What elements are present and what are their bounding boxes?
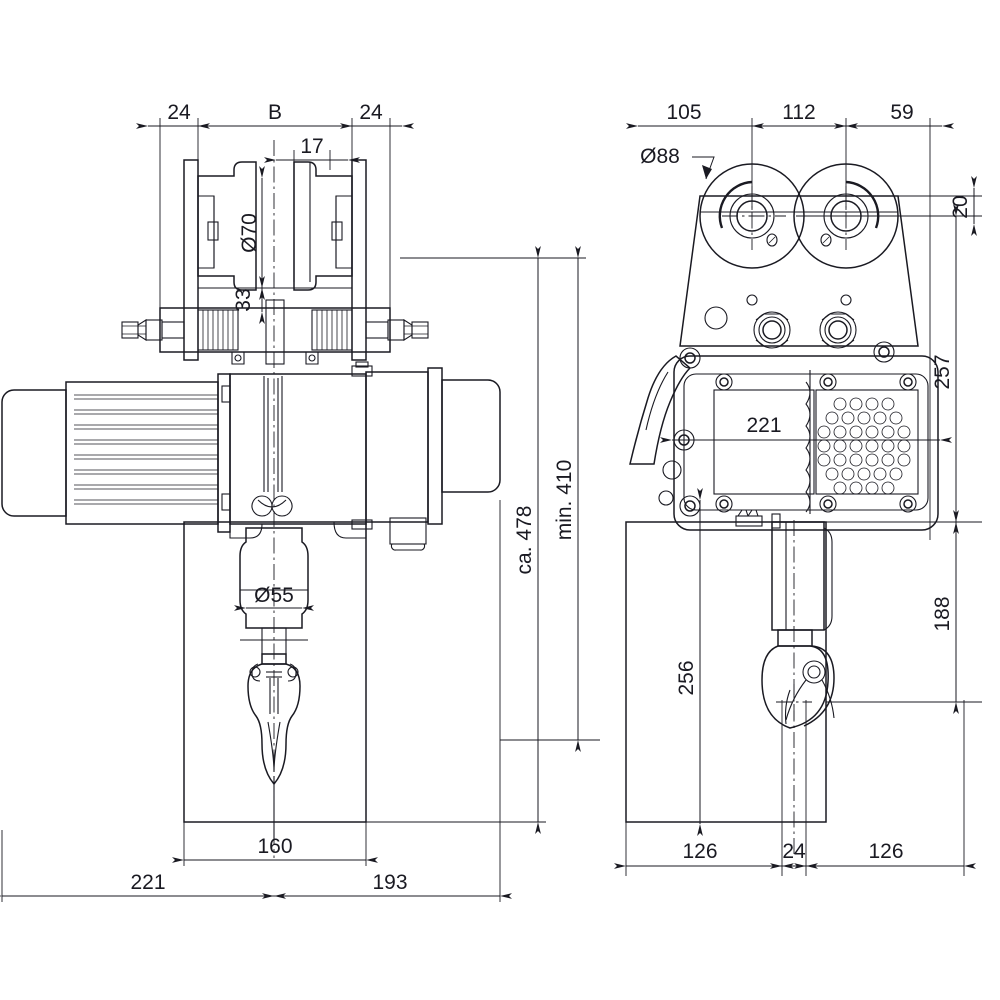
dim-label-min410: min. 410 <box>553 460 576 541</box>
dim-label-d70: Ø70 <box>238 213 261 253</box>
motor-cooling-fins <box>74 394 218 505</box>
hoist-body <box>1 361 501 551</box>
housing-screws <box>715 373 917 513</box>
dim-label-d55: Ø55 <box>254 584 294 607</box>
dim-label-256: 256 <box>675 660 698 695</box>
dim-label-193: 193 <box>372 871 407 894</box>
dim-label-112: 112 <box>782 101 815 124</box>
dim-label-59: 59 <box>890 101 913 124</box>
dim-label-126-right: 126 <box>868 840 903 863</box>
trolley-rod-right <box>365 319 429 341</box>
dim-label-188: 188 <box>931 596 954 631</box>
dim-label-17: 17 <box>300 135 323 158</box>
trolley-assembly-front <box>121 159 429 365</box>
hoist-housing-side <box>629 341 939 531</box>
dim-label-ca478: ca. 478 <box>513 506 536 575</box>
dim-label-160: 160 <box>257 835 292 858</box>
dim-label-B: B <box>268 101 282 124</box>
dim-label-24-centre: 24 <box>782 840 806 863</box>
dim-label-257: 257 <box>931 354 954 389</box>
chain-container <box>183 521 367 823</box>
dim-label-33: 33 <box>232 288 255 311</box>
trolley-spacer-left <box>197 309 239 351</box>
front-view-dimensions: 24 B 24 17 Ø70 33 Ø55 ca. 478 min. 410 <box>0 101 600 902</box>
load-hook-side <box>761 629 835 729</box>
trolley-rod-left <box>121 319 185 341</box>
trolley-spacer-right <box>311 309 353 351</box>
dim-label-24-left: 24 <box>167 101 191 124</box>
side-view-dimensions: 105 112 59 Ø88 20 257 188 221 256 <box>614 101 982 876</box>
dim-label-221-body: 221 <box>746 414 781 437</box>
dim-label-221-left: 221 <box>130 871 165 894</box>
front-view <box>1 140 501 858</box>
dim-label-d88: Ø88 <box>640 145 680 168</box>
dim-label-24-right: 24 <box>359 101 383 124</box>
dim-label-105: 105 <box>666 101 701 124</box>
dim-label-126-left: 126 <box>682 840 717 863</box>
dim-label-20: 20 <box>949 195 972 218</box>
